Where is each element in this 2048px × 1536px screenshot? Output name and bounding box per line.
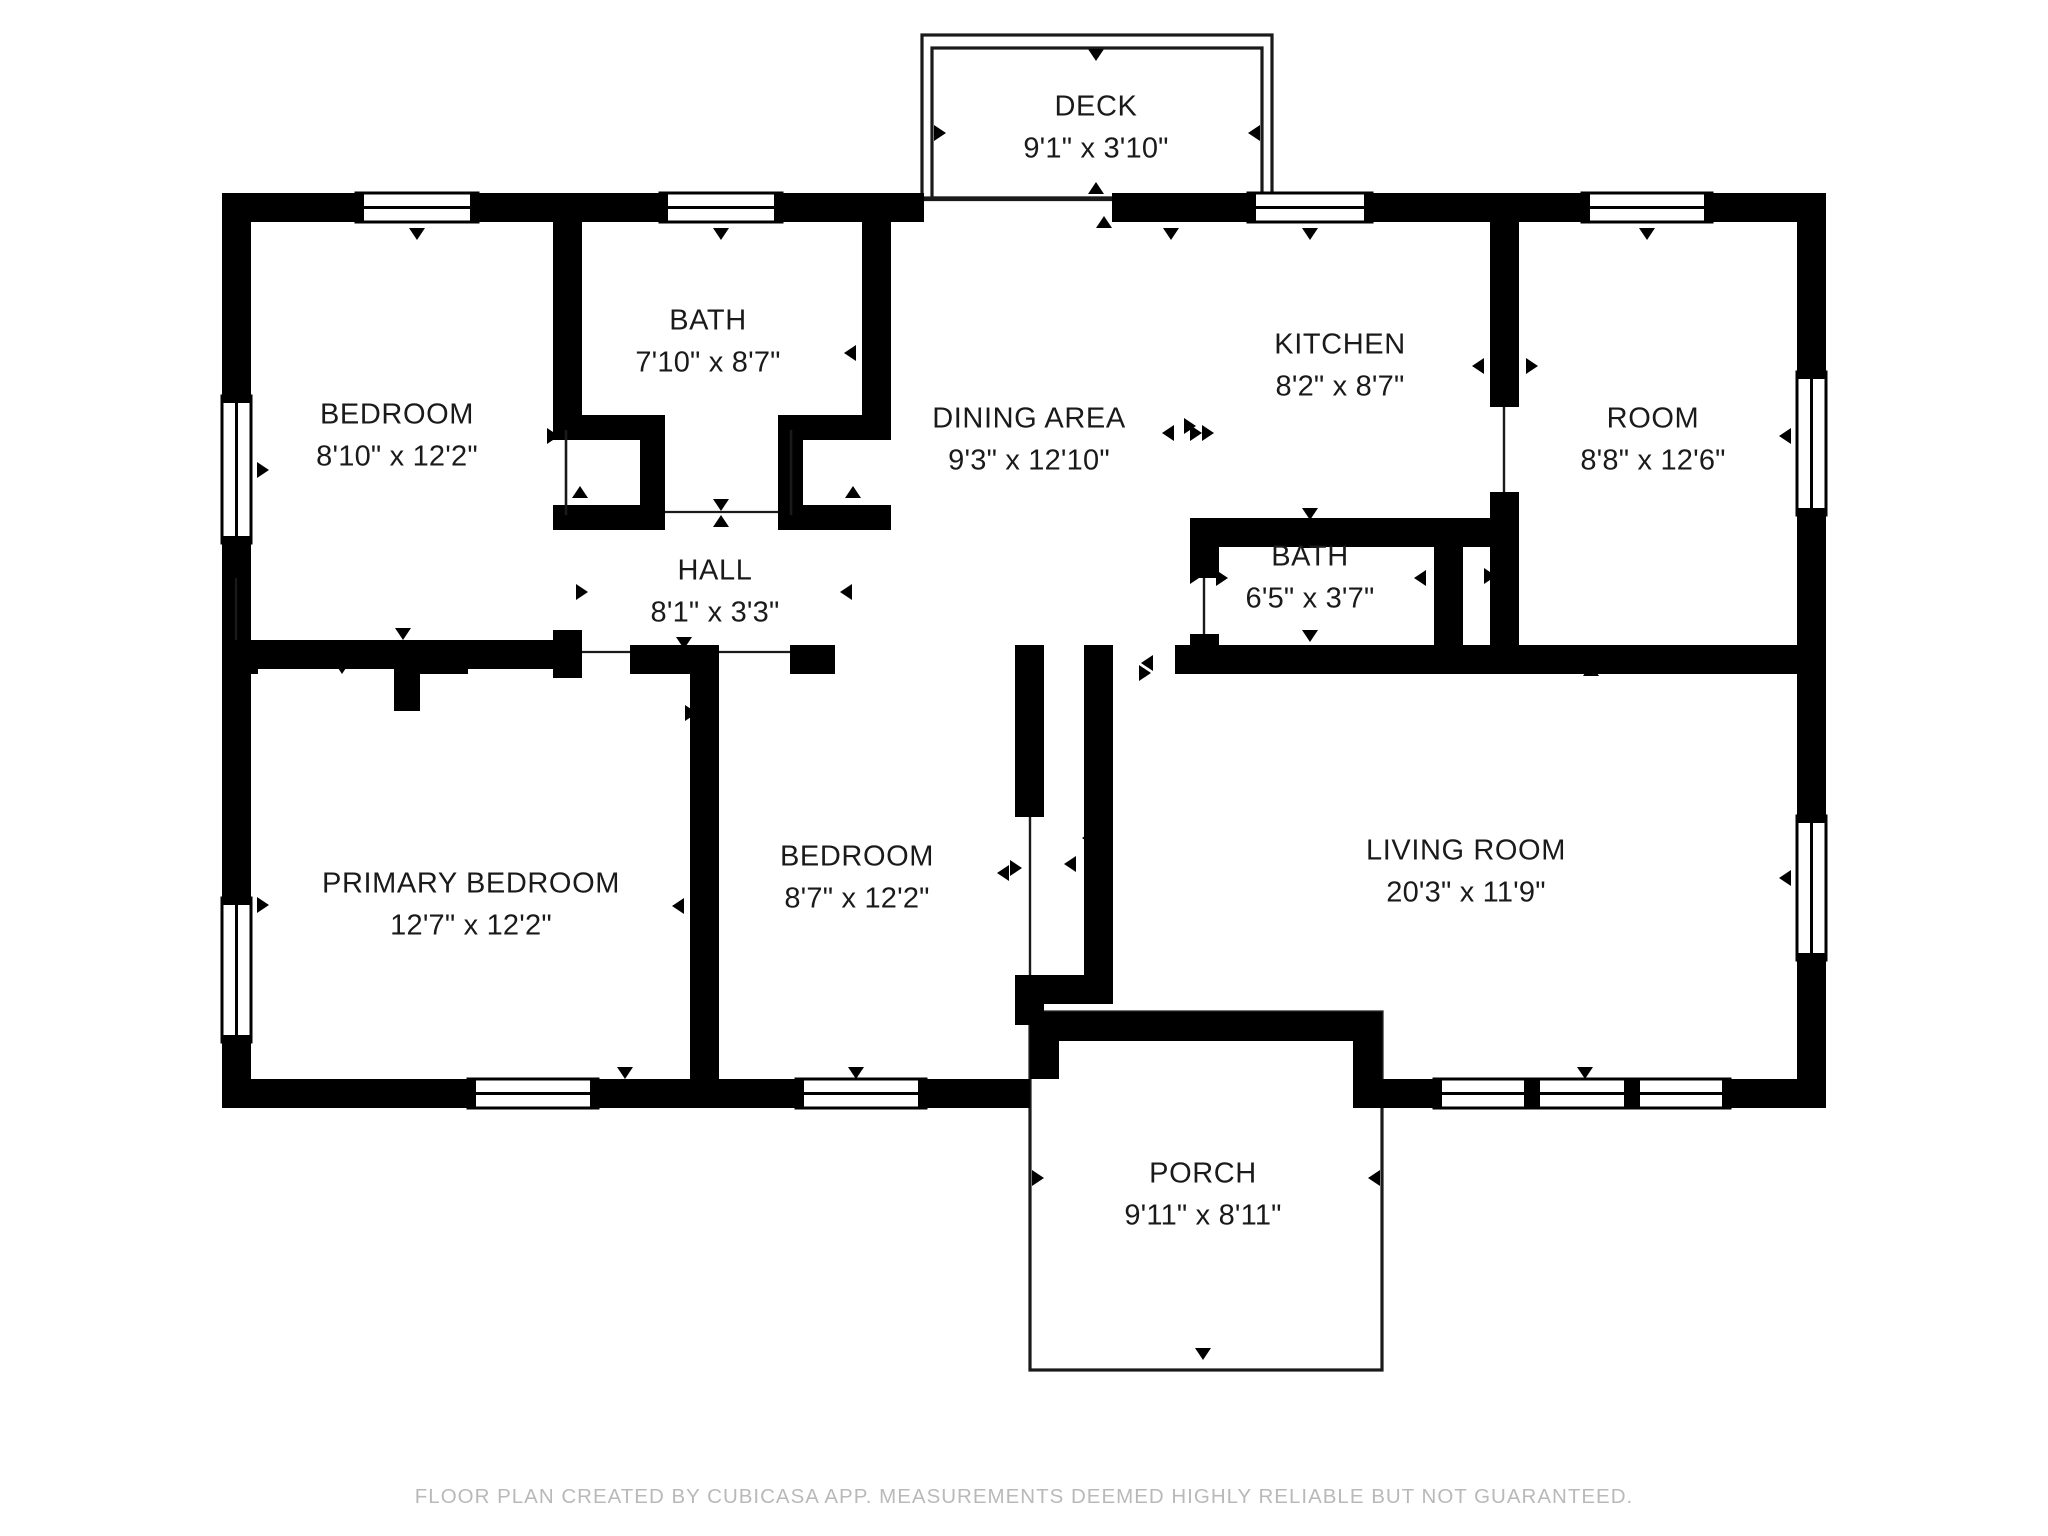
window-bottom-2 [794, 1077, 928, 1110]
window-right-1 [1795, 370, 1828, 517]
bottom-wall-arrows [617, 1067, 1593, 1079]
window-bottom-3 [1432, 1077, 1534, 1110]
wall-bath-closet-bottom-right [778, 505, 891, 530]
window-top-4 [1580, 191, 1714, 224]
hall-side-arrows [568, 345, 861, 498]
wall-bedroom-bath [553, 222, 582, 430]
wall-porch-top-left [1030, 1012, 1234, 1041]
porch-outline [1028, 1010, 1384, 1372]
primary-bedroom-arrows [672, 898, 684, 914]
exterior-wall-bottom [222, 1079, 1826, 1108]
top-wall-arrows [409, 216, 1655, 240]
dining-arrows [1139, 425, 1214, 681]
footer-disclaimer: FLOOR PLAN CREATED BY CUBICASA APP. MEAS… [414, 1485, 1634, 1508]
bedroom-front-arrows [547, 428, 559, 444]
exterior-wall-top [222, 193, 1826, 222]
window-top-2 [658, 191, 784, 224]
wall-bath-closet-right-left [640, 415, 665, 515]
right-wall-arrows [1779, 428, 1791, 886]
wall-kitchen-room-upper [1490, 222, 1519, 407]
dining-right-arrow [1184, 418, 1196, 434]
deck-outline [920, 33, 1274, 200]
wall-kbath-left-upper [1190, 518, 1219, 578]
wall-kitchen-room-lower [1490, 492, 1519, 674]
window-bottom-5 [1630, 1077, 1732, 1110]
window-left-2 [220, 896, 253, 1044]
wall-bath-closet-bottom-left [553, 505, 665, 530]
exterior-wall-right [1797, 193, 1826, 1108]
exterior-wall-left [222, 193, 251, 1108]
window-bottom-1 [466, 1077, 600, 1110]
wall-hall-bottom-d [790, 645, 835, 674]
wall-rear-bedroom-closet-outer [1084, 645, 1113, 985]
wall-primary-rear-bedroom [690, 645, 719, 1079]
hall-arrows [576, 584, 852, 600]
left-wall-arrows [257, 462, 269, 913]
closet-arrow [395, 628, 411, 640]
wall-porch-right [1353, 1012, 1382, 1108]
window-top-1 [354, 191, 480, 224]
kbath-arrows [1216, 508, 1599, 676]
bath-door-arrows [713, 499, 729, 527]
wall-porch-left [1030, 1012, 1059, 1079]
rear-bedroom-arrows [685, 705, 1076, 881]
window-right-2 [1795, 814, 1828, 962]
window-left-1 [220, 394, 253, 545]
wall-kbath-bottom [1190, 645, 1463, 674]
wall-rear-bedroom-right-upper [1015, 645, 1044, 817]
deck-dimension-arrows [934, 49, 1260, 194]
porch-dimension-arrows [1032, 1023, 1380, 1360]
window-bottom-4 [1530, 1077, 1634, 1110]
wall-rear-bedroom-closet-bottom [1015, 975, 1113, 1004]
window-top-3 [1246, 191, 1374, 224]
wall-closet-divider [394, 645, 420, 711]
wall-bath-dining [862, 222, 891, 430]
living-room-arrows [1010, 830, 1094, 876]
wall-closet-right [553, 630, 582, 678]
